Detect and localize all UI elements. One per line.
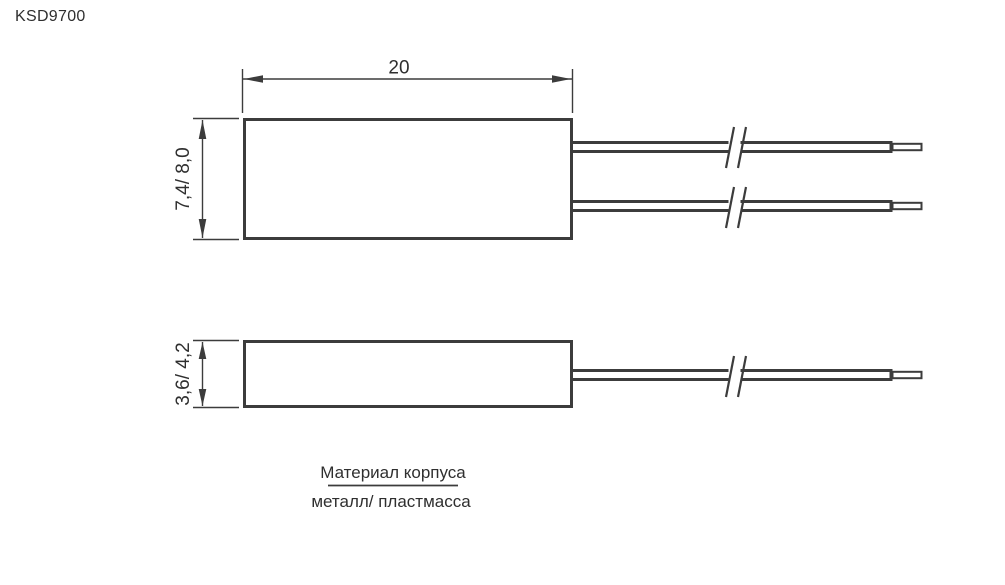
wire-break-symbol <box>724 186 748 229</box>
break-slash-icon <box>736 355 748 398</box>
bottom-view-height-dimension: 3,6/ 4,2 <box>173 339 239 409</box>
break-slash-icon <box>724 126 736 169</box>
caption-material-title: Материал корпуса <box>320 463 466 482</box>
bottom-view: 3,6/ 4,2 <box>173 339 923 409</box>
arrowhead-down-icon <box>198 389 207 406</box>
caption-material-value: металл/ пластмасса <box>311 492 471 511</box>
height-dimension-label: 7,4/ 8,0 <box>173 147 194 210</box>
arrowhead-left-icon <box>244 75 263 83</box>
arrowhead-up-icon <box>198 342 207 359</box>
top-view-lead-1 <box>573 126 923 169</box>
top-view-width-dimension: 20 <box>241 58 574 113</box>
width-dimension-label: 20 <box>388 58 409 79</box>
bottom-view-lead-1 <box>573 355 923 398</box>
caption: Материал корпуса металл/ пластмасса <box>311 463 471 511</box>
top-view: 20 7,4/ 8,0 <box>173 58 923 241</box>
lead-pin <box>891 201 923 211</box>
lead-pin <box>891 370 923 380</box>
break-slash-icon <box>724 355 736 398</box>
arrowhead-right-icon <box>552 75 571 83</box>
arrowhead-down-icon <box>198 219 207 238</box>
top-view-lead-2 <box>573 186 923 229</box>
break-slash-icon <box>736 186 748 229</box>
top-view-body <box>243 118 573 240</box>
lead-pin <box>891 142 923 152</box>
arrowhead-up-icon <box>198 120 207 139</box>
bottom-view-body <box>243 340 573 408</box>
wire-break-symbol <box>724 126 748 169</box>
top-view-height-dimension: 7,4/ 8,0 <box>173 117 239 241</box>
break-slash-icon <box>736 126 748 169</box>
break-slash-icon <box>724 186 736 229</box>
page-title: KSD9700 <box>15 8 86 25</box>
wire-break-symbol <box>724 355 748 398</box>
height-dimension-label: 3,6/ 4,2 <box>173 342 194 405</box>
